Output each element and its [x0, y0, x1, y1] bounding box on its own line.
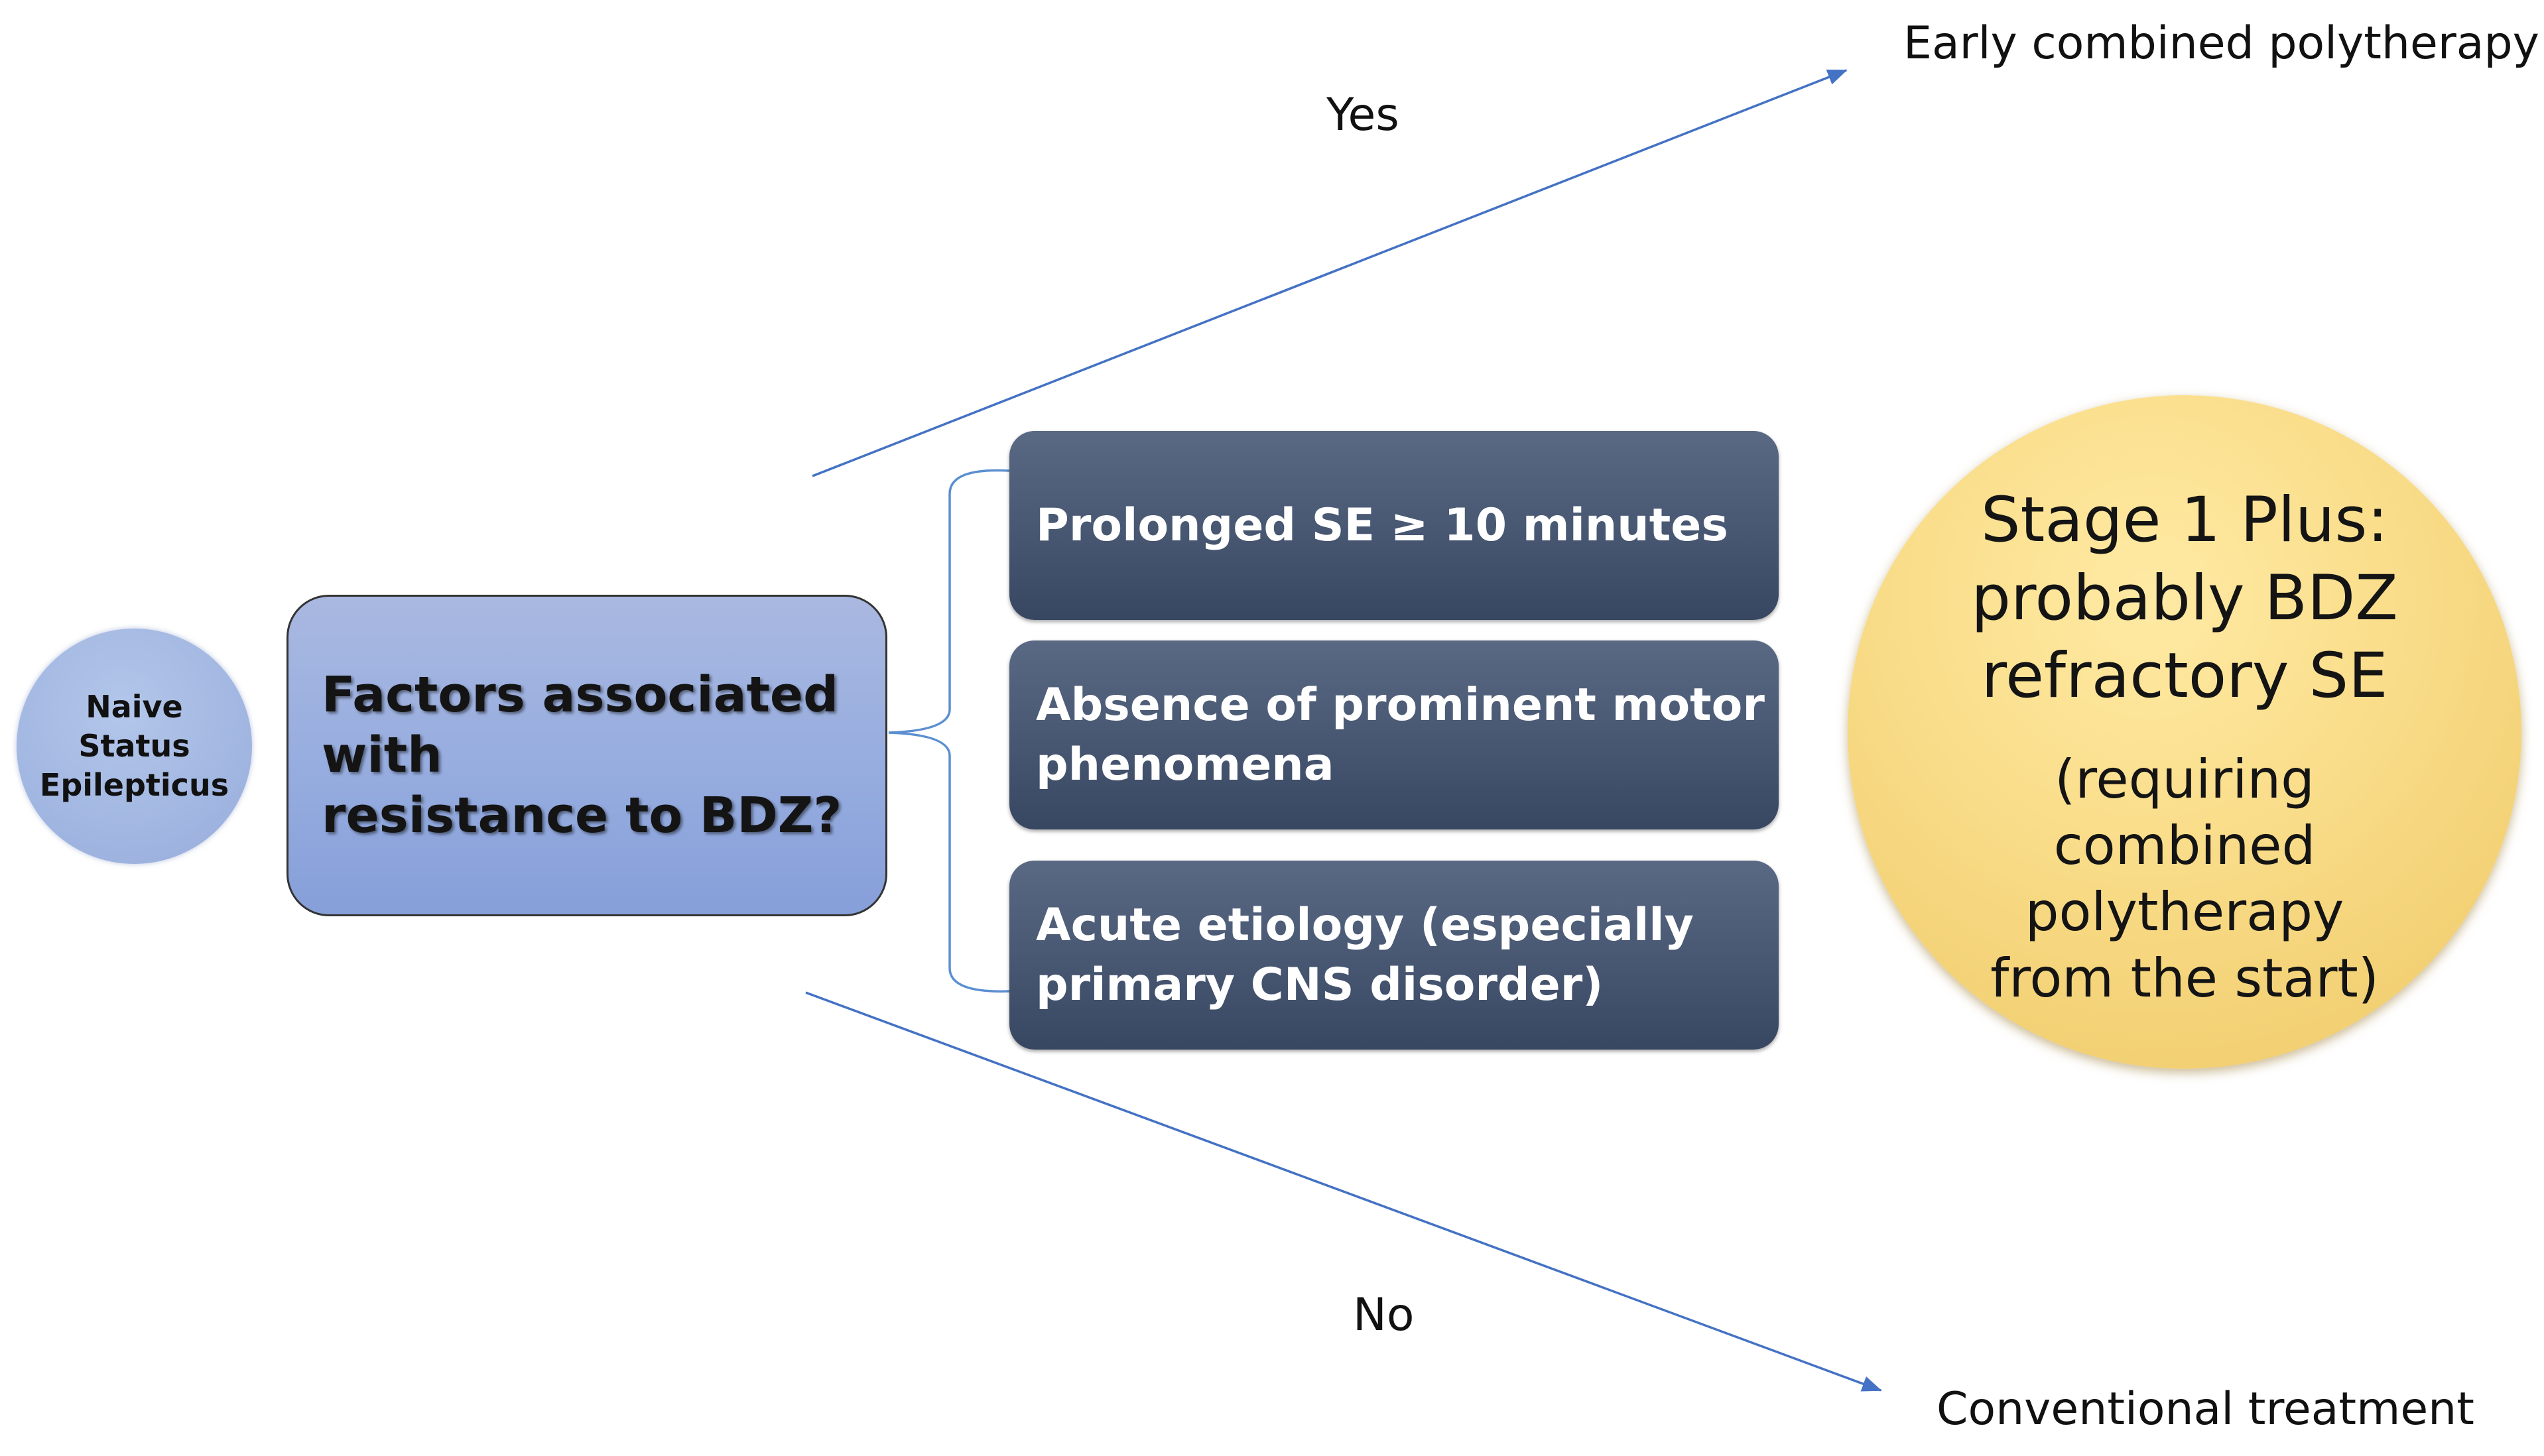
question-line: Factors associated with	[322, 666, 839, 784]
yes-outcome: Early combined polytherapy	[1903, 17, 2539, 70]
stage-title-line: Stage 1 Plus:	[1980, 484, 2389, 556]
start-node-text: Naive Status Epilepticus	[40, 688, 229, 805]
stage-title: Stage 1 Plus: probably BDZ refractory SE	[1848, 481, 2521, 715]
start-node: Naive Status Epilepticus	[17, 629, 252, 864]
stage-title-line: refractory SE	[1981, 640, 2388, 712]
question-node: Factors associated with resistance to BD…	[286, 595, 887, 916]
start-node-line: Status	[78, 728, 190, 764]
factor-prolonged-se: Prolonged SE ≥ 10 minutes	[1009, 431, 1779, 620]
factor-line: phenomena	[1036, 738, 1334, 791]
factor-line: Absence of prominent motor	[1036, 678, 1765, 731]
factor-bracket	[888, 469, 1010, 993]
factor-line: primary CNS disorder)	[1036, 958, 1604, 1011]
question-line: resistance to BDZ?	[322, 787, 842, 844]
stage-subtitle-line: (requiring	[2055, 749, 2315, 810]
factor-text: Absence of prominent motor phenomena	[1036, 676, 1765, 795]
stage-node: Stage 1 Plus: probably BDZ refractory SE…	[1848, 395, 2521, 1069]
stage-title-line: probably BDZ	[1971, 562, 2398, 635]
stage-subtitle-line: polytherapy	[2025, 881, 2344, 943]
no-label: No	[1353, 1289, 1415, 1341]
question-text: Factors associated with resistance to BD…	[322, 665, 885, 846]
no-arrow	[805, 991, 1882, 1392]
factor-motor-phenomena: Absence of prominent motor phenomena	[1009, 640, 1779, 829]
factor-text: Prolonged SE ≥ 10 minutes	[1036, 496, 1728, 556]
stage-subtitle-line: from the start)	[1990, 947, 2379, 1009]
factor-acute-etiology: Acute etiology (especially primary CNS d…	[1009, 861, 1779, 1050]
yes-arrow	[812, 69, 1848, 477]
start-node-line: Epilepticus	[39, 766, 229, 803]
stage-subtitle-line: combined	[2053, 815, 2316, 877]
factor-line: Prolonged SE ≥ 10 minutes	[1036, 499, 1728, 552]
factor-line: Acute etiology (especially	[1036, 898, 1694, 951]
stage-subtitle: (requiring combined polytherapy from the…	[1848, 747, 2521, 1012]
start-node-line: Naive	[86, 689, 183, 725]
no-outcome: Conventional treatment	[1937, 1383, 2474, 1435]
factor-text: Acute etiology (especially primary CNS d…	[1036, 896, 1694, 1015]
yes-label: Yes	[1326, 89, 1399, 141]
